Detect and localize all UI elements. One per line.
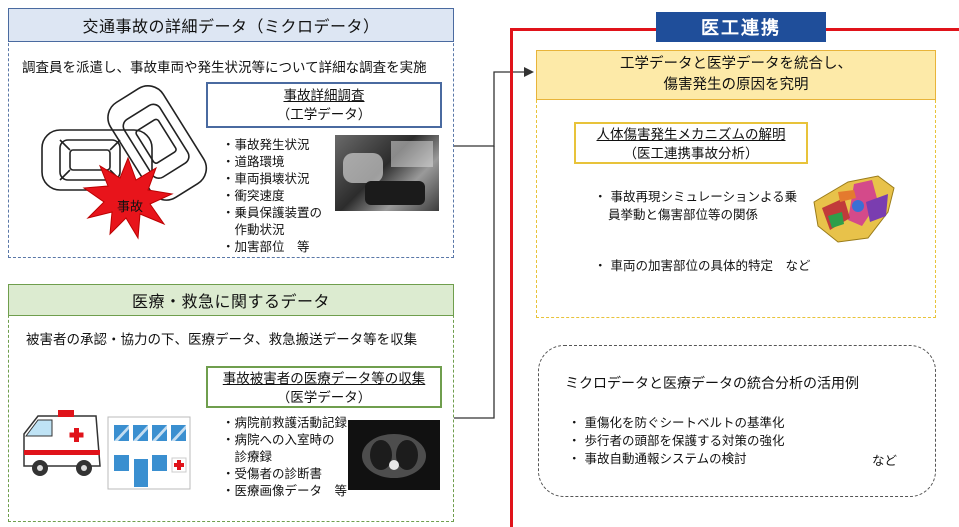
list-item: 作動状況 (222, 222, 285, 237)
simulation-image (808, 172, 898, 248)
ct-scan-image (348, 420, 440, 490)
list-item: ・病院への入室時の (222, 432, 335, 447)
list-item: ・ 重傷化を防ぐシートベルトの基準化 (568, 415, 785, 430)
medical-collection-box: 事故被害者の医療データ等の収集 （医学データ） (206, 366, 442, 408)
bullet-line: ・ 事故再現シミュレーションよる乗 (594, 189, 798, 204)
simulation-bullet: ・ 事故再現シミュレーションよる乗 員挙動と傷害部位等の関係 (594, 188, 797, 224)
medical-collection-subtitle: （医学データ） (276, 390, 372, 406)
list-item: ・衝突速度 (222, 188, 285, 203)
examples-panel (538, 345, 936, 497)
integration-panel (536, 100, 936, 318)
accident-survey-subtitle: （工学データ） (276, 107, 372, 123)
list-item: ・加害部位 等 (222, 239, 310, 254)
medical-description: 被害者の承認・協力の下、医療データ、救急搬送データ等を収集 (26, 332, 418, 348)
engineering-header: 交通事故の詳細データ（ミクロデータ） (8, 8, 454, 42)
list-item: ・事故発生状況 (222, 137, 310, 152)
examples-list: ・ 重傷化を防ぐシートベルトの基準化 ・ 歩行者の頭部を保護する対策の強化 ・ … (568, 414, 784, 468)
mechanism-box: 人体傷害発生メカニズムの解明 （医工連携事故分析） (574, 122, 808, 164)
medical-collection-title: 事故被害者の医療データ等の収集 (222, 371, 426, 387)
arrow-head-icon (524, 67, 534, 77)
list-item: 診療録 (222, 449, 273, 464)
list-item: ・車両損壊状況 (222, 171, 310, 186)
list-item: ・ 歩行者の頭部を保護する対策の強化 (568, 433, 785, 448)
examples-title: ミクロデータと医療データの統合分析の活用例 (565, 376, 859, 392)
medical-header: 医療・救急に関するデータ (8, 284, 454, 316)
mechanism-title: 人体傷害発生メカニズムの解明 (596, 127, 786, 143)
list-item: ・医療画像データ 等 (222, 483, 348, 498)
list-item: ・乗員保護装置の (222, 205, 323, 220)
crash-label: 事故 (117, 200, 144, 215)
integration-line-2: 傷害発生の原因を究明 (663, 77, 809, 93)
bullet-line: 員挙動と傷害部位等の関係 (608, 207, 759, 222)
car-interior-photo (335, 135, 439, 211)
vehicle-part-bullet: ・ 車両の加害部位の具体的特定 など (594, 258, 811, 273)
collaboration-label: 医工連携 (656, 12, 826, 42)
list-item: ・道路環境 (222, 154, 285, 169)
ambulance-icon (23, 410, 101, 476)
mechanism-subtitle: （医工連携事故分析） (623, 146, 759, 162)
list-item: ・ 事故自動通報システムの検討 (568, 451, 747, 466)
medical-item-list: ・病院前救護活動記録 ・病院への入室時の 診療録 ・受傷者の診断書 ・医療画像デ… (222, 414, 347, 499)
accident-survey-title: 事故詳細調査 (283, 88, 365, 104)
car-outline (107, 85, 208, 201)
integration-line-1: 工学データと医学データを統合し、 (620, 56, 852, 72)
examples-suffix: など (872, 453, 898, 468)
list-item: ・病院前救護活動記録 (222, 415, 348, 430)
crash-burst-icon (82, 156, 174, 240)
accident-survey-box: 事故詳細調査 （工学データ） (206, 82, 442, 128)
engineering-description: 調査員を派遣し、事故車両や発生状況等について詳細な調査を実施 (22, 60, 427, 76)
integration-header: 工学データと医学データを統合し、 傷害発生の原因を究明 (536, 50, 936, 100)
crash-illustration (41, 85, 208, 240)
engineering-item-list: ・事故発生状況 ・道路環境 ・車両損壊状況 ・衝突速度 ・乗員保護装置の 作動状… (222, 136, 322, 255)
hospital-icon (107, 416, 191, 490)
list-item: ・受傷者の診断書 (222, 466, 323, 481)
